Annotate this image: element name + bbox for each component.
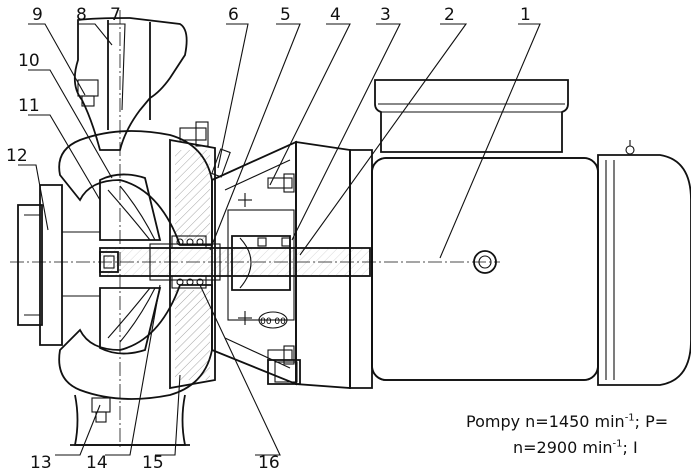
part-label-9: 9 <box>32 5 43 25</box>
shaft-assembly <box>99 235 371 291</box>
part-label-11: 11 <box>18 96 40 116</box>
part-label-5: 5 <box>280 5 291 25</box>
part-label-2: 2 <box>444 5 455 25</box>
electric-motor <box>349 79 691 389</box>
lantern-bolt-bottom <box>267 345 295 365</box>
part-label-1: 1 <box>520 5 531 25</box>
part-label-7: 7 <box>110 5 121 25</box>
part-label-15: 15 <box>142 453 164 472</box>
caption-1-suffix: ; P= <box>634 412 669 431</box>
part-label-4: 4 <box>330 5 341 25</box>
caption-2-suffix: ; I <box>622 438 638 457</box>
part-label-12: 12 <box>6 146 28 166</box>
stamp-mark <box>258 311 288 329</box>
lantern-bracket: 00 00 <box>211 140 351 389</box>
part-label-16: 16 <box>258 453 280 472</box>
stamp-text: 00 00 <box>260 317 286 327</box>
lantern-bolt-top <box>267 173 295 193</box>
caption-line-2: n=2900 min-1; I <box>513 438 638 457</box>
caption-line-1: Pompy n=1450 min-1; P= <box>466 412 668 431</box>
mechanical-seal <box>171 235 207 289</box>
part-label-3: 3 <box>380 5 391 25</box>
leader-lines <box>18 23 541 456</box>
vent-screw <box>211 148 231 178</box>
part-label-6: 6 <box>228 5 239 25</box>
part-label-10: 10 <box>18 51 40 71</box>
caption-1-text: Pompy n=1450 min <box>466 412 625 431</box>
part-number-labels: 1 2 3 4 5 6 7 8 9 10 11 12 13 14 15 16 <box>6 5 531 472</box>
caption-1-sup: -1 <box>624 412 635 424</box>
part-label-13: 13 <box>30 453 52 472</box>
part-label-14: 14 <box>86 453 108 472</box>
caption-2-text: n=2900 min <box>513 438 613 457</box>
caption-2-sup: -1 <box>612 438 623 450</box>
pump-casing <box>17 17 216 446</box>
part-label-8: 8 <box>76 5 87 25</box>
